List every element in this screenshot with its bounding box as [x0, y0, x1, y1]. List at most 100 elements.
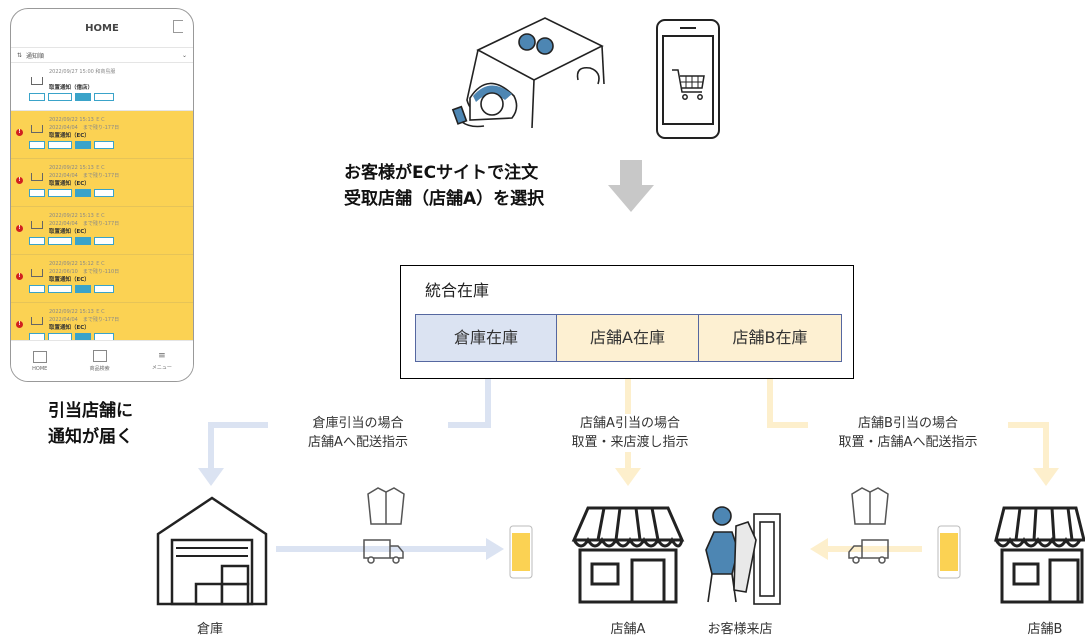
alert-icon: ! [16, 177, 23, 184]
warehouse-stock-cell: 倉庫在庫 [415, 314, 557, 362]
warehouse-branch-label: 倉庫引当の場合店舗Aへ配送指示 [268, 414, 448, 452]
status-step [29, 93, 45, 101]
notification-due: 2022/04/04 まで残り-177日 [49, 317, 120, 323]
nav-product-search[interactable]: 商品検索 [90, 350, 110, 372]
notification-title: 取置通知（EC） [49, 277, 90, 283]
status-step [75, 237, 91, 245]
truck-icon-b [848, 539, 889, 564]
arrowhead-warehouse [198, 468, 224, 486]
alert-icon: ! [16, 321, 23, 328]
notification-date: 2022/09/22 15:13 ＥＣ [49, 213, 106, 219]
status-steps [29, 189, 114, 197]
shirt-icon [367, 487, 405, 525]
home-icon [32, 350, 47, 363]
status-step [94, 285, 114, 293]
notification-title: 取置通知（EC） [49, 181, 90, 187]
notification-date: 2022/09/22 15:13 ＥＣ [49, 309, 106, 315]
down-arrow-icon [608, 160, 654, 212]
status-step [29, 141, 45, 149]
customer-kotatsu-illustration [451, 17, 605, 129]
notification-title: 取置通知（EC） [49, 229, 90, 235]
notification-date: 2022/09/22 15:13 ＥＣ [49, 165, 106, 171]
notification-due: 2022/04/04 まで残り-177日 [49, 173, 120, 179]
notification-title: 取置通知（EC） [49, 325, 90, 331]
warehouse-label: 倉庫 [196, 622, 223, 637]
status-step [94, 141, 114, 149]
cart-icon [31, 173, 43, 181]
phone-title: HOME [85, 22, 119, 34]
alert-icon: ! [16, 225, 23, 232]
status-steps [29, 93, 114, 101]
bottom-nav: HOME 商品検索 ≡メニュー [11, 340, 193, 381]
status-step [29, 237, 45, 245]
sort-row[interactable]: ⇅ 通知順 ⌄ [11, 48, 193, 63]
notification-item[interactable]: ! 2022/09/22 15:13 ＥＣ 2022/04/04 まで残り-177日… [11, 111, 193, 159]
status-steps [29, 237, 114, 245]
notification-date: 2022/09/27 15:00 和商島服 [49, 69, 116, 75]
warehouse-icon [156, 496, 268, 606]
customer-visit-label: お客様来店 [707, 622, 773, 637]
status-step [75, 141, 91, 149]
store-a-icon [571, 506, 685, 604]
chevron-down-icon: ⌄ [181, 51, 187, 59]
store-b-label: 店舗B [1027, 622, 1063, 637]
cart-icon [31, 77, 43, 85]
product-search-icon [92, 350, 107, 362]
notification-due: 2022/04/04 まで残り-177日 [49, 221, 120, 227]
phone-header: HOME [11, 9, 193, 48]
notification-phone-icon-a [509, 525, 533, 579]
store-a-branch-label: 店舗A引当の場合取置・来店渡し指示 [540, 414, 720, 452]
phone-mockup: HOME ⇅ 通知順 ⌄ 2022/09/27 15:00 和商島服取置通知（億… [10, 8, 194, 382]
customer-visit-illustration [705, 506, 781, 605]
status-step [75, 189, 91, 197]
alert-icon: ! [16, 273, 23, 280]
cart-icon [31, 269, 43, 277]
unified-inventory-title: 統合在庫 [425, 281, 490, 300]
notification-item[interactable]: ! 2022/09/22 15:13 ＥＣ 2022/04/04 まで残り-177日… [11, 159, 193, 207]
status-step [94, 93, 114, 101]
status-step [75, 93, 91, 101]
store-b-stock-cell: 店舗B在庫 [698, 314, 842, 362]
store-a-stock-cell: 店舗A在庫 [556, 314, 699, 362]
order-caption: お客様がECサイトで注文 受取店舗（店舗A）を選択 [344, 163, 545, 209]
store-b-icon [994, 506, 1085, 604]
store-b-branch-label: 店舗B引当の場合取置・店舗Aへ配送指示 [808, 414, 1008, 452]
phone-caption: 引当店舗に 通知が届く [48, 401, 133, 447]
store-a-label: 店舗A [610, 622, 646, 637]
nav-menu[interactable]: ≡メニュー [151, 351, 172, 371]
status-steps [29, 285, 114, 293]
truck-icon [363, 539, 404, 564]
notification-phone-icon-b [937, 525, 961, 579]
status-step [48, 141, 72, 149]
shirt-icon-b [851, 487, 889, 525]
notification-item[interactable]: 2022/09/27 15:00 和商島服取置通知（億店） [11, 63, 193, 111]
alert-icon: ! [16, 129, 23, 136]
status-steps [29, 141, 114, 149]
arrowhead-store-b [1033, 468, 1059, 486]
status-step [94, 189, 114, 197]
cart-icon [31, 125, 43, 133]
notification-due: 2022/04/04 まで残り-177日 [49, 125, 120, 131]
notification-title: 取置通知（億店） [49, 85, 94, 91]
notification-item[interactable]: ! 2022/09/22 15:13 ＥＣ 2022/04/04 まで残り-177日… [11, 207, 193, 255]
notification-title: 取置通知（EC） [49, 133, 90, 139]
logout-icon[interactable] [173, 20, 183, 33]
status-step [29, 189, 45, 197]
notification-due: 2022/06/10 まで残り-110日 [49, 269, 120, 275]
notification-date: 2022/09/22 15:13 ＥＣ [49, 117, 106, 123]
arrowhead-b-to-a [810, 538, 828, 560]
status-step [29, 285, 45, 293]
status-step [48, 93, 72, 101]
status-step [75, 285, 91, 293]
arrowhead-store-a [615, 468, 641, 486]
cart-icon [31, 317, 43, 325]
smartphone-shopping-cart-icon [656, 19, 720, 139]
menu-icon: ≡ [158, 351, 166, 361]
status-step [48, 237, 72, 245]
sort-select[interactable]: 通知順 [26, 52, 45, 60]
nav-home[interactable]: HOME [32, 350, 47, 372]
notification-list: 2022/09/27 15:00 和商島服取置通知（億店）!2022/09/22… [11, 63, 193, 351]
cart-icon [31, 221, 43, 229]
